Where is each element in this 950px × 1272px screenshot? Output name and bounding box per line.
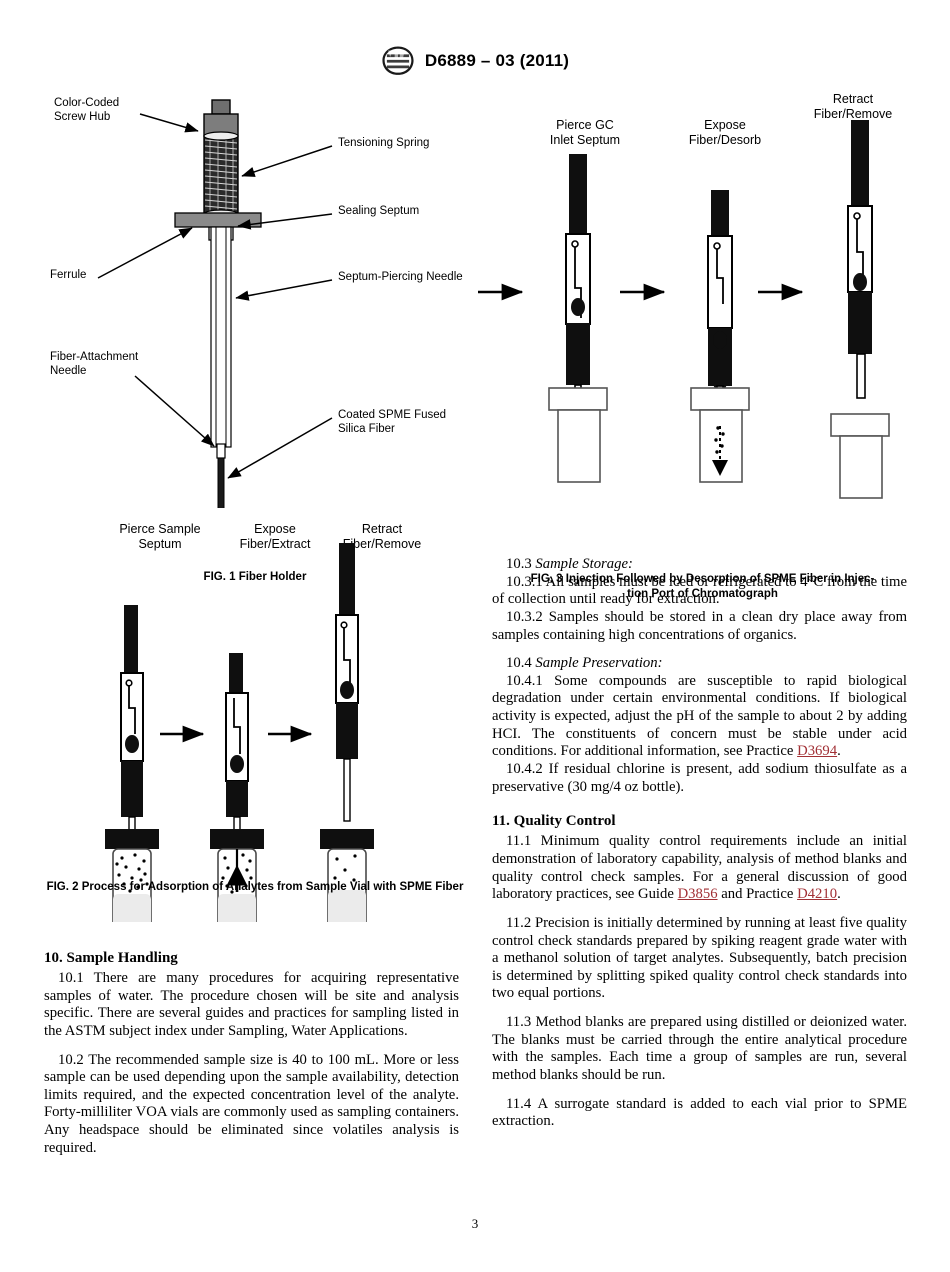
reference-link-d4210[interactable]: D4210: [797, 886, 838, 903]
callout-sealing-septum: Sealing Septum: [338, 205, 420, 217]
paragraph-10-3-1: 10.3.1 All samples must be iced or refri…: [492, 573, 907, 608]
callout-septum-piercing-needle: Septum-Piercing Needle: [338, 271, 463, 283]
figure-1-caption: FIG. 1 Fiber Holder: [203, 571, 307, 583]
paragraph-11-1-text-mid: and Practice: [717, 886, 798, 903]
subsection-10-3-heading: 10.3 Sample Storage:: [492, 556, 907, 574]
section-11-heading: 11. Quality Control: [492, 813, 616, 830]
subsection-10-4-heading: 10.4 Sample Preservation:: [492, 655, 907, 673]
figure-2-stage-3: [320, 543, 374, 922]
figure-3-injection-desorption: Pierce GC Inlet Septum Expose Fiber/Deso…: [470, 92, 930, 600]
paragraph-11-3: 11.3 Method blanks are prepared using di…: [492, 1014, 907, 1084]
paragraph-10-3-2: 10.3.2 Samples should be stored in a cle…: [492, 608, 907, 643]
paragraph-11-4: 11.4 A surrogate standard is added to ea…: [492, 1095, 907, 1130]
reference-link-d3694[interactable]: D3694: [797, 743, 838, 760]
figure-3-drawing: [478, 120, 890, 499]
callout-tensioning-spring: Tensioning Spring: [338, 137, 430, 149]
page-number: 3: [471, 1216, 479, 1231]
figure-2-step-3-label: Retract Fiber/Remove: [342, 522, 422, 552]
figure-2-step-2-label: Expose Fiber/Extract: [239, 522, 311, 552]
paragraph-11-2: 11.2 Precision is initially determined b…: [492, 914, 907, 1002]
figure-1-fiber-holder: Color-Coded Screw Hub Tensioning Spring …: [40, 88, 470, 583]
page-title: D6889 – 03 (2011): [424, 51, 570, 70]
figure-2-caption: FIG. 2 Process for Adsorption of Analyte…: [46, 881, 464, 893]
figure-3-caption: FIG. 3 Injection Followed by Desorption …: [530, 573, 875, 600]
callout-color-coded-screw-hub: Color-Coded Screw Hub: [54, 97, 120, 124]
subsection-10-3-number: 10.3: [506, 556, 536, 572]
paragraph-11-1: 11.1 Minimum quality control requirement…: [492, 833, 907, 904]
figure-3-step-3-label: Retract Fiber/Remove: [813, 92, 893, 122]
paragraph-10-2: 10.2 The recommended sample size is 40 t…: [44, 1051, 459, 1156]
figure-3-stage-1: [548, 154, 608, 483]
paragraph-11-1-text-a: 11.1 Minimum quality control requirement…: [492, 833, 907, 903]
paragraph-10-4-1-text: 10.4.1 Some compounds are susceptible to…: [492, 672, 907, 760]
figure-3-step-2-label: Expose Fiber/Desorb: [688, 118, 762, 148]
paragraph-10-1: 10.1 There are many procedures for acqui…: [44, 970, 459, 1039]
page-header: D6889 – 03 (2011): [0, 46, 950, 76]
figure-2-step-1-label: Pierce Sample Septum: [119, 522, 201, 552]
astm-logo: [382, 46, 414, 75]
right-text-column: 10.3 Sample Storage: 10.3.1 All samples …: [492, 556, 907, 1131]
figure-2-stage-2: [210, 653, 264, 922]
section-10-heading: 10. Sample Handling: [44, 950, 178, 966]
figure-2-stage-1: [105, 605, 159, 922]
paragraph-11-1-period: .: [837, 886, 841, 903]
figure-3-step-1-label: Pierce GC Inlet Septum: [549, 118, 621, 148]
paragraph-10-4-1-period: .: [837, 743, 841, 760]
subsection-10-4-number: 10.4: [506, 655, 536, 672]
callout-fiber-attachment-needle: Fiber-Attachment Needle: [50, 351, 139, 378]
left-text-column: 10. Sample Handling 10.1 There are many …: [44, 950, 459, 1157]
figure-3-stage-2: [690, 190, 750, 483]
paragraph-10-4-1: 10.4.1 Some compounds are susceptible to…: [492, 673, 907, 761]
paragraph-10-4-2: 10.4.2 If residual chlorine is present, …: [492, 761, 907, 795]
fiber-holder-drawing: [97, 99, 333, 508]
figure-2-drawing: [105, 543, 374, 922]
reference-link-d3856[interactable]: D3856: [677, 886, 718, 903]
subsection-10-4-title: Sample Preservation:: [535, 655, 663, 672]
callout-ferrule: Ferrule: [50, 269, 87, 281]
subsection-10-3-title: Sample Storage:: [535, 556, 633, 572]
figure-2-adsorption-process: Pierce Sample Septum Expose Fiber/Extrac…: [47, 522, 463, 922]
callout-coated-spme-fused-silica-fiber: Coated SPME Fused Silica Fiber: [338, 409, 447, 436]
figure-3-stage-3: [830, 120, 890, 499]
